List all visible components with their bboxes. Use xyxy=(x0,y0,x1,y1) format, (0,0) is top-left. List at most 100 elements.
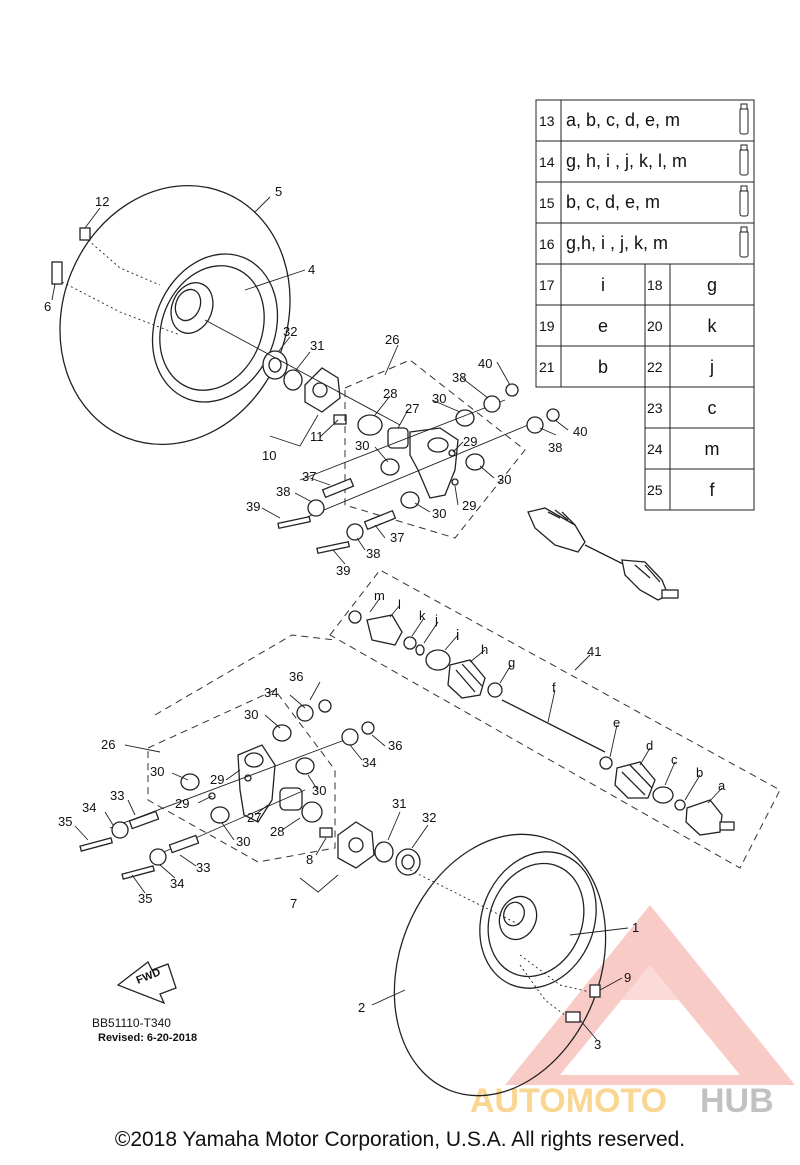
washer-38b xyxy=(526,416,544,434)
callout-k: k xyxy=(419,608,426,623)
joint-l xyxy=(366,614,403,646)
reference-letter: i xyxy=(601,275,605,295)
nut-32b xyxy=(395,848,421,876)
bolt-8 xyxy=(319,827,333,838)
band-c xyxy=(652,786,674,804)
callout-1: 1 xyxy=(632,920,639,935)
callout-30d: 30 xyxy=(432,506,446,521)
bolt-11 xyxy=(333,414,347,425)
grease-row-number: 14 xyxy=(539,154,555,170)
clip-j xyxy=(415,644,425,656)
callout-28a: 28 xyxy=(383,386,397,401)
callout-31b: 31 xyxy=(392,796,406,811)
callout-28b: 28 xyxy=(270,824,284,839)
clip-k xyxy=(403,636,417,650)
collar-37a xyxy=(321,477,355,499)
callout-29a: 29 xyxy=(463,434,477,449)
callout-40a: 40 xyxy=(478,356,492,371)
callout-9: 9 xyxy=(624,970,631,985)
reference-letter: g xyxy=(707,275,717,295)
watermark-automoto: AUTOMOTO xyxy=(470,1082,667,1120)
grease-tube-icon xyxy=(739,226,749,258)
rim-4 xyxy=(151,253,279,403)
upper-wheel-assembly xyxy=(51,184,401,446)
reference-letter: m xyxy=(705,439,720,459)
callout-30b: 30 xyxy=(355,438,369,453)
tire-2 xyxy=(393,833,607,1097)
automotohub-watermark: AUTOMOTO HUB xyxy=(470,905,795,1120)
lower-wheel-assembly xyxy=(319,821,607,1097)
callout-32a: 32 xyxy=(283,324,297,339)
valve-cap-9 xyxy=(589,984,601,998)
callout-39a: 39 xyxy=(246,499,260,514)
knuckle xyxy=(409,427,459,499)
reference-number: 24 xyxy=(647,441,663,457)
band-i xyxy=(425,649,451,671)
bearing-27 xyxy=(387,427,409,449)
callout-34a: 34 xyxy=(264,685,278,700)
nut-32 xyxy=(262,350,288,380)
callout-41: 41 xyxy=(587,644,601,659)
callout-5: 5 xyxy=(275,184,282,199)
callout-30e: 30 xyxy=(244,707,258,722)
lower-knuckle-group xyxy=(147,634,336,863)
callout-30a: 30 xyxy=(432,391,446,406)
washer-38a xyxy=(483,395,501,413)
circlip-28 xyxy=(357,414,383,436)
reference-letter: e xyxy=(598,316,608,336)
bushing-30d xyxy=(400,491,420,509)
callout-37b: 37 xyxy=(390,530,404,545)
callout-d: d xyxy=(646,738,653,753)
callout-e: e xyxy=(613,715,620,730)
callout-a: a xyxy=(718,778,726,793)
callout-4: 4 xyxy=(308,262,315,277)
collar-37b xyxy=(363,509,397,531)
watermark-hub: HUB xyxy=(700,1082,774,1120)
grease-row-letters: g,h, i , j, k, m xyxy=(566,233,668,253)
callout-29c: 29 xyxy=(210,772,224,787)
reference-number: 19 xyxy=(539,318,555,334)
callout-labels: 12 6 5 4 32 31 10 11 26 28 27 30 30 29 2… xyxy=(44,184,726,1052)
boot-h xyxy=(447,659,486,699)
upper-fasteners xyxy=(277,383,560,555)
nut-40b xyxy=(546,408,560,422)
callout-2: 2 xyxy=(358,1000,365,1015)
valve-cap-12 xyxy=(79,227,91,241)
grease-tube-icon xyxy=(739,185,749,217)
callout-34b: 34 xyxy=(362,755,376,770)
band-g xyxy=(487,682,503,698)
callout-26a: 26 xyxy=(385,332,399,347)
circlip-28b xyxy=(301,801,323,823)
callout-8: 8 xyxy=(306,852,313,867)
callout-h: h xyxy=(481,642,488,657)
callout-37a: 37 xyxy=(302,469,316,484)
callout-34c: 34 xyxy=(82,800,96,815)
callout-31a: 31 xyxy=(310,338,324,353)
callout-36b: 36 xyxy=(388,738,402,753)
reference-row: 24 m xyxy=(644,427,755,470)
callout-30g: 30 xyxy=(312,783,326,798)
grease-row-number: 13 xyxy=(539,113,555,129)
reference-letter: k xyxy=(708,316,718,336)
callout-36a: 36 xyxy=(289,669,303,684)
bearing-27b xyxy=(279,787,303,811)
callout-30f: 30 xyxy=(150,764,164,779)
callout-38c: 38 xyxy=(276,484,290,499)
callout-40b: 40 xyxy=(573,424,587,439)
reference-number: 18 xyxy=(647,277,663,293)
reference-number: 17 xyxy=(539,277,555,293)
stud-3 xyxy=(565,1011,581,1023)
hub-7 xyxy=(337,821,375,869)
callout-30c: 30 xyxy=(497,472,511,487)
callout-27a: 27 xyxy=(405,401,419,416)
callout-m: m xyxy=(374,588,385,603)
callout-32b: 32 xyxy=(422,810,436,825)
callout-3: 3 xyxy=(594,1037,601,1052)
callout-38a: 38 xyxy=(452,370,466,385)
driveshaft-kit-group xyxy=(329,569,781,869)
